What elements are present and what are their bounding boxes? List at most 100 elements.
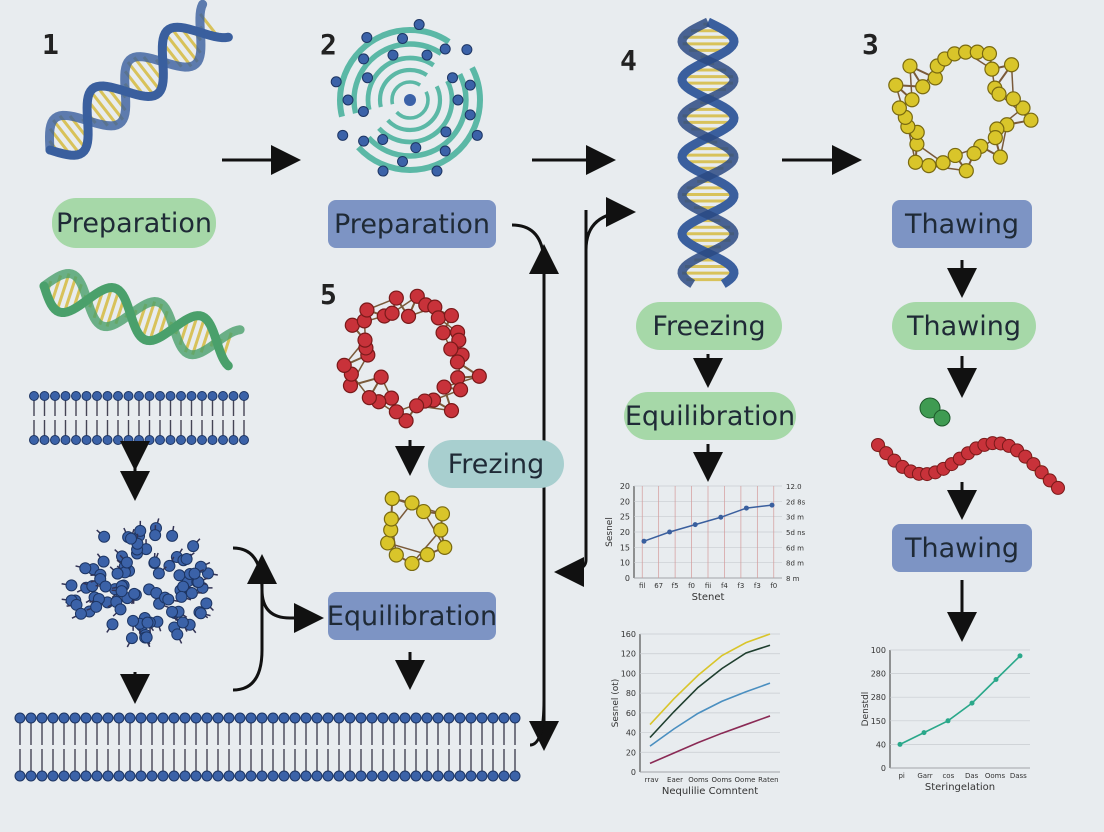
yellow-molecule [381,491,452,570]
lipid-head [80,563,91,574]
lipid-head [229,436,238,445]
step-number-3: 3 [862,28,879,61]
lipid-head [177,617,188,628]
lipid-head [433,771,443,781]
lipid-head [172,629,183,640]
lipid-head [158,771,168,781]
dna-helix-blue [36,3,229,167]
lipid-head [422,713,432,723]
lipid-head [169,713,179,723]
lipid-head [345,713,355,723]
lipid-head [163,594,174,605]
lipid-head [48,713,58,723]
data-point [970,701,975,706]
atom [431,311,445,325]
lipid-head [177,436,186,445]
label-thawing-mid: Thawing [892,302,1036,350]
lipid-head [279,771,289,781]
lipid-head [51,436,60,445]
atom [936,156,950,170]
y-tick-label: 280 [871,670,886,679]
lipid-head [455,771,465,781]
x-axis-title: Nequlilie Comntent [662,786,758,797]
atom [378,135,388,145]
data-point [1018,653,1023,658]
y-tick-label: 150 [871,717,886,726]
lipid-head [290,713,300,723]
lipid-head [93,392,102,401]
lipid-head [356,771,366,781]
lipid-head [510,713,520,723]
atom [402,309,416,323]
lipid-head [147,771,157,781]
y-tick-label: 160 [621,630,636,639]
lipid-head [444,713,454,723]
atom [405,496,419,510]
lipid-head [136,713,146,723]
lipid-head [455,713,465,723]
y-tick-label: 100 [621,669,636,678]
lipid-head [189,568,200,579]
series-line [650,716,770,763]
y-tick-label-right: 3d m [786,514,804,522]
y-tick-label: 20 [620,497,630,506]
lipid-head [187,392,196,401]
atom [374,370,388,384]
lipid-head [145,392,154,401]
lipid-head [103,713,113,723]
lipid-head [59,771,69,781]
lipid-head [224,771,234,781]
lipid-head [356,713,366,723]
x-tick-label: Ooms [688,776,709,784]
atom [916,80,930,94]
data-point [718,515,723,520]
label-freezing: Freezing [636,302,782,350]
atom [472,130,482,140]
arrow-brace-to-equilibration [233,548,318,618]
lipid-head [257,771,267,781]
lipid-head [61,392,70,401]
lipid-head [26,713,36,723]
atom [362,391,376,405]
lipid-head [235,771,245,781]
lipid-head [186,588,197,599]
lipid-head [156,392,165,401]
lipid-head [400,713,410,723]
atom [437,380,451,394]
lipid-head [378,771,388,781]
atom [908,155,922,169]
dna-helix-green [38,267,241,367]
atom [465,110,475,120]
lipid-head [367,713,377,723]
y-axis-title: Denstdl [861,692,871,727]
lipid-head [166,392,175,401]
lipid-head [164,560,175,571]
x-tick-label: Das [965,772,979,780]
lipid-head [224,713,234,723]
y-tick-label-right: 8 m [786,575,800,583]
label-frezing: Frezing [428,440,564,488]
x-tick-label: fil [639,582,645,590]
lipid-head [422,771,432,781]
atom [404,94,416,106]
lipid-head [444,771,454,781]
y-tick-label: 10 [620,559,630,568]
atom [435,507,449,521]
lipid-head [213,771,223,781]
step-number-2: 2 [320,28,337,61]
atom [359,136,369,146]
ligand-atom [934,410,950,426]
arrow-to-freezing-col [586,212,630,250]
lipid-head [499,771,509,781]
lipid-head [213,713,223,723]
lipid-head [400,771,410,781]
x-tick-label: rrav [645,776,659,784]
y-axis-title: Sesnel [605,517,615,547]
lipid-head [312,771,322,781]
lipid-head [115,604,126,615]
lipid-head [103,436,112,445]
lipid-head [198,392,207,401]
x-tick-label: f0 [770,582,777,590]
lipid-head [114,713,124,723]
atom [444,309,458,323]
